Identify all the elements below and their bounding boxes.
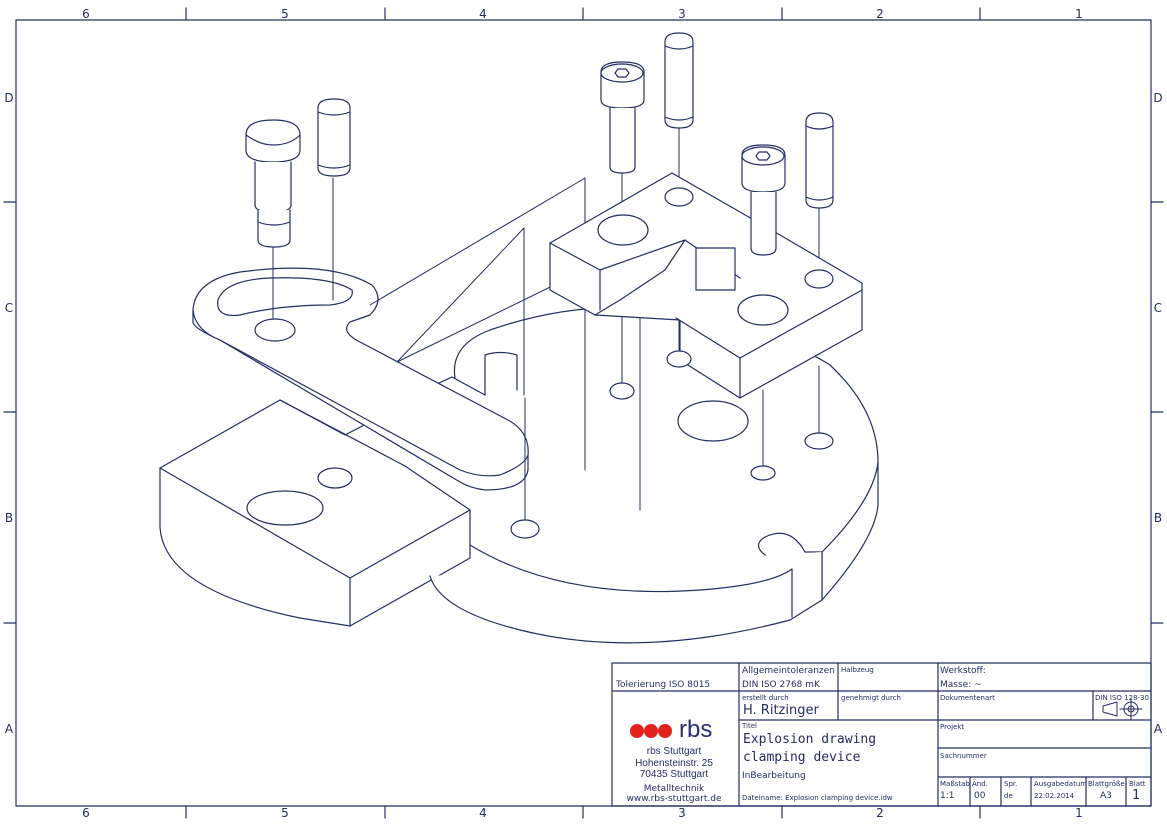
- cap-screw-right: [741, 144, 786, 256]
- rbs-logo-icon: [630, 724, 672, 738]
- material-label: Werkstoff:: [940, 666, 986, 676]
- zone-col-bottom-5: 5: [281, 806, 289, 820]
- zone-ticks: [3, 7, 1164, 819]
- zone-row-left-c: C: [4, 301, 14, 315]
- company-city: 70435 Stuttgart: [639, 769, 709, 780]
- drawing-status: InBearbeitung: [742, 771, 806, 781]
- zone-row-left-b: B: [4, 511, 14, 525]
- zone-row-left-a: A: [4, 722, 14, 736]
- drawing-filename: Dateiname: Explosion clamping device.idw: [742, 794, 893, 802]
- zone-row-right-a: A: [1153, 722, 1163, 736]
- scale-label: Maßstab: [940, 780, 970, 788]
- cap-screw-center: [600, 61, 645, 174]
- zone-col-bottom-3: 3: [678, 806, 686, 820]
- shoulder-screw: [245, 119, 301, 248]
- general-tolerances-value: DIN ISO 2768 mK: [742, 680, 820, 690]
- zone-row-right-d: D: [1153, 91, 1163, 105]
- zone-col-bottom-4: 4: [479, 806, 487, 820]
- zone-col-top-2: 2: [876, 7, 884, 21]
- semi-finished-label: Halbzeug: [841, 666, 874, 674]
- company-website: www.rbs-stuttgart.de: [626, 794, 722, 804]
- projection-label: DIN ISO 128-30: [1095, 694, 1149, 702]
- sheet-number: 1: [1132, 788, 1141, 803]
- issue-date-value: 22.02.2014: [1034, 792, 1075, 800]
- document-type-label: Dokumentenart: [940, 694, 995, 702]
- drawing-title-line1: Explosion drawing: [743, 732, 877, 747]
- zone-col-top-1: 1: [1075, 7, 1083, 21]
- mass-label: Masse: ~: [940, 680, 982, 690]
- scale-value: 1:1: [940, 791, 955, 801]
- language-label: Spr.: [1004, 780, 1018, 788]
- sheet-size-value: A3: [1100, 791, 1112, 801]
- sheet-size-label: Blattgröße: [1088, 780, 1125, 788]
- zone-row-right-b: B: [1153, 511, 1163, 525]
- language-value: de: [1004, 792, 1013, 800]
- revision-value: 00: [974, 791, 986, 801]
- general-tolerances-label: Allgemeintoleranzen: [742, 666, 835, 676]
- revision-label: Änd.: [972, 780, 988, 788]
- title-block: Tolerierung ISO 8015 Allgemeintoleranzen…: [612, 663, 1151, 805]
- dowel-pin-center: [664, 32, 694, 129]
- company-name: rbs Stuttgart: [646, 746, 702, 757]
- zone-col-bottom-1: 1: [1075, 806, 1083, 820]
- zone-col-bottom-6: 6: [82, 806, 90, 820]
- zone-row-left-d: D: [4, 91, 14, 105]
- part-number-label: Sachnummer: [940, 752, 987, 760]
- sheet-label: Blatt: [1129, 780, 1146, 788]
- drawing-title-line2: clamping device: [743, 750, 861, 765]
- zone-col-top-3: 3: [678, 7, 686, 21]
- company-logo-text: rbs: [679, 716, 713, 743]
- title-block-frame: [611, 662, 1152, 807]
- zone-col-top-6: 6: [82, 7, 90, 21]
- zone-col-top-4: 4: [479, 7, 487, 21]
- clamping-lever: [192, 267, 529, 491]
- zone-col-bottom-2: 2: [876, 806, 884, 820]
- zone-row-right-c: C: [1153, 301, 1163, 315]
- clamping-jaw: [549, 172, 863, 399]
- company-division: Metalltechnik: [643, 784, 705, 794]
- zone-col-top-5: 5: [281, 7, 289, 21]
- issue-date-label: Ausgabedatum: [1034, 780, 1088, 788]
- tolerance-standard: Tolerierung ISO 8015: [616, 680, 711, 690]
- company-street: Hohensteinstr. 25: [635, 758, 713, 769]
- title-label: Titel: [742, 722, 758, 730]
- dowel-pin-left: [317, 98, 351, 177]
- approved-by-label: genehmigt durch: [841, 694, 901, 702]
- dowel-pin-right: [805, 112, 834, 209]
- created-by-label: erstellt durch: [742, 694, 789, 702]
- project-label: Projekt: [940, 723, 965, 731]
- projection-symbol-icon: [1102, 698, 1143, 720]
- created-by-value: H. Ritzinger: [743, 703, 819, 718]
